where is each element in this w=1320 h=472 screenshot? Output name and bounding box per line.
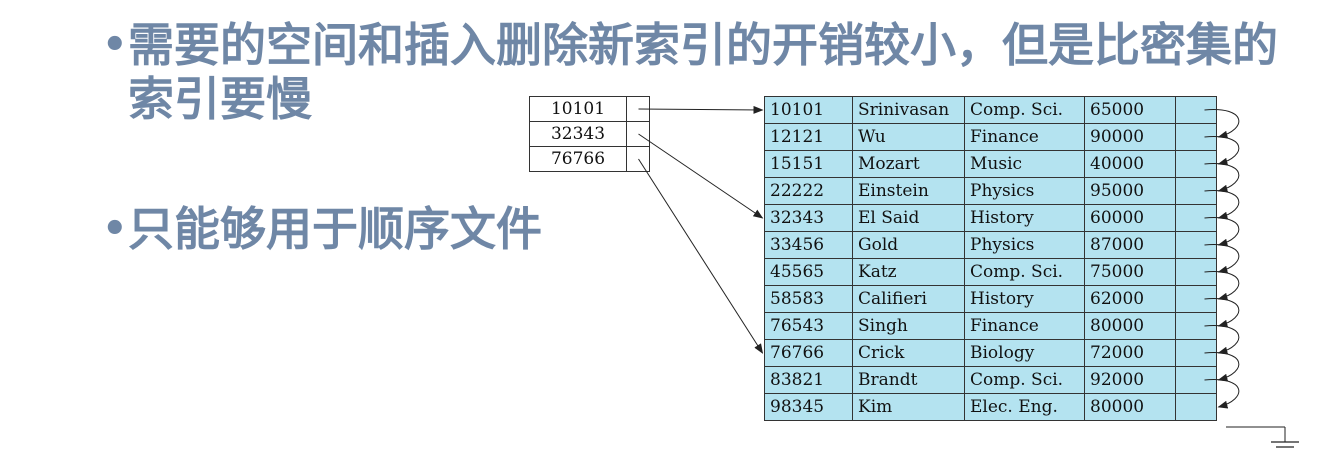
record-name: Califieri <box>852 285 965 313</box>
record-salary: 90000 <box>1084 123 1176 151</box>
record-id: 83821 <box>764 366 853 394</box>
record-id: 32343 <box>764 204 853 232</box>
record-pointer-cell <box>1175 96 1217 124</box>
sparse-index-table: 10101 32343 76766 <box>529 96 650 172</box>
record-dept: History <box>964 285 1085 313</box>
record-pointer-cell <box>1175 123 1217 151</box>
record-dept: History <box>964 204 1085 232</box>
record-dept: Finance <box>964 123 1085 151</box>
record-salary: 92000 <box>1084 366 1176 394</box>
record-dept: Comp. Sci. <box>964 96 1085 124</box>
record-pointer-cell <box>1175 231 1217 259</box>
record-name: Crick <box>852 339 965 367</box>
index-entry: 10101 <box>529 96 650 122</box>
index-pointer-cell <box>626 121 650 147</box>
record-id: 10101 <box>764 96 853 124</box>
record-pointer-cell <box>1175 258 1217 286</box>
index-entry: 76766 <box>529 146 650 172</box>
record-id: 45565 <box>764 258 853 286</box>
bullet-dot: • <box>102 206 128 252</box>
record-name: Einstein <box>852 177 965 205</box>
record-id: 22222 <box>764 177 853 205</box>
record-salary: 40000 <box>1084 150 1176 178</box>
record-id: 12121 <box>764 123 853 151</box>
record-dept: Biology <box>964 339 1085 367</box>
record-name: Srinivasan <box>852 96 965 124</box>
record-dept: Comp. Sci. <box>964 366 1085 394</box>
bullet-point-1: • 需要的空间和插入删除新索引的开销较小，但是比密集的索引要慢 <box>102 18 1298 126</box>
record-dept: Elec. Eng. <box>964 393 1085 421</box>
record-id: 76543 <box>764 312 853 340</box>
index-pointer-arrow <box>638 158 764 354</box>
record-dept: Physics <box>964 177 1085 205</box>
bullet-dot: • <box>102 22 128 68</box>
record-name: Katz <box>852 258 965 286</box>
record-id: 76766 <box>764 339 853 367</box>
record-name: Mozart <box>852 150 965 178</box>
record-pointer-cell <box>1175 339 1217 367</box>
record-pointer-cell <box>1175 393 1217 421</box>
index-key: 76766 <box>529 146 627 172</box>
record-pointer-cell <box>1175 366 1217 394</box>
record-pointer-cell <box>1175 177 1217 205</box>
record-name: Brandt <box>852 366 965 394</box>
record-name: Wu <box>852 123 965 151</box>
record-salary: 95000 <box>1084 177 1176 205</box>
record-salary: 80000 <box>1084 393 1176 421</box>
record-salary: 72000 <box>1084 339 1176 367</box>
bullet-text: 需要的空间和插入删除新索引的开销较小，但是比密集的索引要慢 <box>128 18 1278 126</box>
null-pointer-ground-icon <box>1226 426 1299 448</box>
record-id: 33456 <box>764 231 853 259</box>
record-name: El Said <box>852 204 965 232</box>
bullet-text: 只能够用于顺序文件 <box>128 202 542 256</box>
record-dept: Music <box>964 150 1085 178</box>
record-pointer-cell <box>1175 150 1217 178</box>
record-salary: 65000 <box>1084 96 1176 124</box>
record-pointer-cell <box>1175 312 1217 340</box>
index-pointer-cell <box>626 146 650 172</box>
record-pointer-cell <box>1175 204 1217 232</box>
title-accent-fragment <box>615 0 695 6</box>
record-salary: 62000 <box>1084 285 1176 313</box>
index-entry: 32343 <box>529 121 650 147</box>
bullet-point-2: • 只能够用于顺序文件 <box>102 202 728 256</box>
index-key: 32343 <box>529 121 627 147</box>
record-dept: Comp. Sci. <box>964 258 1085 286</box>
index-pointer-cell <box>626 96 650 122</box>
record-id: 98345 <box>764 393 853 421</box>
record-id: 15151 <box>764 150 853 178</box>
record-dept: Physics <box>964 231 1085 259</box>
record-salary: 60000 <box>1084 204 1176 232</box>
record-pointer-cell <box>1175 285 1217 313</box>
record-salary: 75000 <box>1084 258 1176 286</box>
record-name: Singh <box>852 312 965 340</box>
record-salary: 87000 <box>1084 231 1176 259</box>
record-salary: 80000 <box>1084 312 1176 340</box>
record-name: Gold <box>852 231 965 259</box>
index-key: 10101 <box>529 96 627 122</box>
record-dept: Finance <box>964 312 1085 340</box>
record-name: Kim <box>852 393 965 421</box>
record-id: 58583 <box>764 285 853 313</box>
